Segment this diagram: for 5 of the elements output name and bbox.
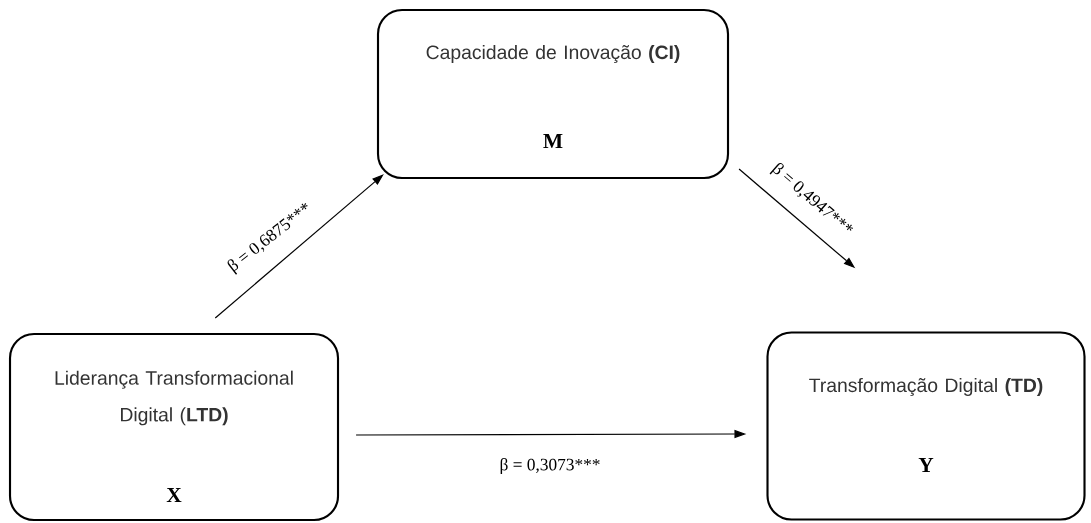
variable-box: Liderança Transformacional Digital (LTD) X	[8, 332, 340, 522]
variable-box: Transformação Digital (TD) Y	[766, 331, 1086, 521]
variable-box: Capacidade de Inovação (CI) M	[376, 8, 730, 180]
arrow	[214, 174, 384, 319]
edge-label: β = 0,3073***	[498, 456, 602, 476]
